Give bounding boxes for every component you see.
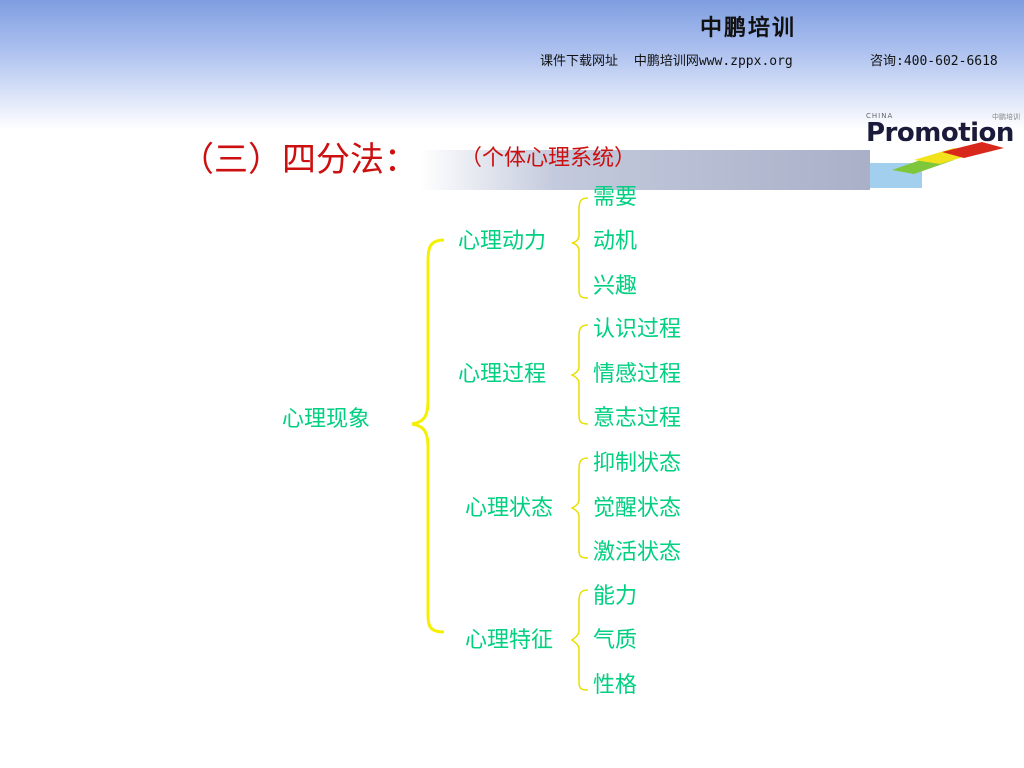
item-need: 需要 (593, 185, 638, 210)
brand-title: 中鹏培训 (700, 15, 797, 41)
brace-process (570, 324, 589, 425)
item-will: 意志过程 (593, 406, 682, 431)
item-character: 性格 (593, 673, 638, 698)
item-cognition: 认识过程 (593, 317, 682, 342)
brace-state (570, 457, 589, 559)
item-emotion: 情感过程 (593, 362, 682, 387)
item-activation: 激活状态 (593, 540, 682, 565)
item-interest: 兴趣 (593, 274, 638, 299)
page-title: （三）四分法： (180, 140, 418, 180)
promotion-logo: CHINA 中鹏培训 Promotion (862, 108, 1024, 190)
brace-dynamics (571, 197, 589, 299)
item-ability: 能力 (593, 584, 638, 609)
root-brace (411, 238, 445, 634)
consult-phone: 咨询:400-602-6618 (870, 54, 998, 69)
logo-small-left: CHINA (866, 112, 894, 120)
item-inhibition: 抑制状态 (593, 451, 682, 476)
item-motive: 动机 (593, 229, 638, 254)
group-label-dynamics: 心理动力 (458, 229, 547, 254)
download-label: 课件下载网址 (540, 54, 619, 69)
logo-small-right: 中鹏培训 (992, 113, 1020, 121)
site-label[interactable]: 中鹏培训网www.zppx.org (633, 54, 793, 69)
group-label-state: 心理状态 (465, 496, 554, 521)
tree-root: 心理现象 (282, 407, 371, 432)
title-bar (420, 150, 870, 190)
item-temperament: 气质 (593, 628, 638, 653)
logo-graphic-icon (866, 142, 1004, 188)
brace-trait (570, 589, 589, 691)
item-arousal: 觉醒状态 (593, 496, 682, 521)
group-label-trait: 心理特征 (465, 628, 554, 653)
page-subtitle: （个体心理系统） (460, 146, 637, 171)
group-label-process: 心理过程 (458, 362, 547, 387)
logo-word: Promotion (866, 118, 1014, 148)
header-info-line: 课件下载网址 中鹏培训网www.zppx.org 咨询:400-602-6618 (540, 50, 998, 69)
header-band (0, 0, 1024, 130)
